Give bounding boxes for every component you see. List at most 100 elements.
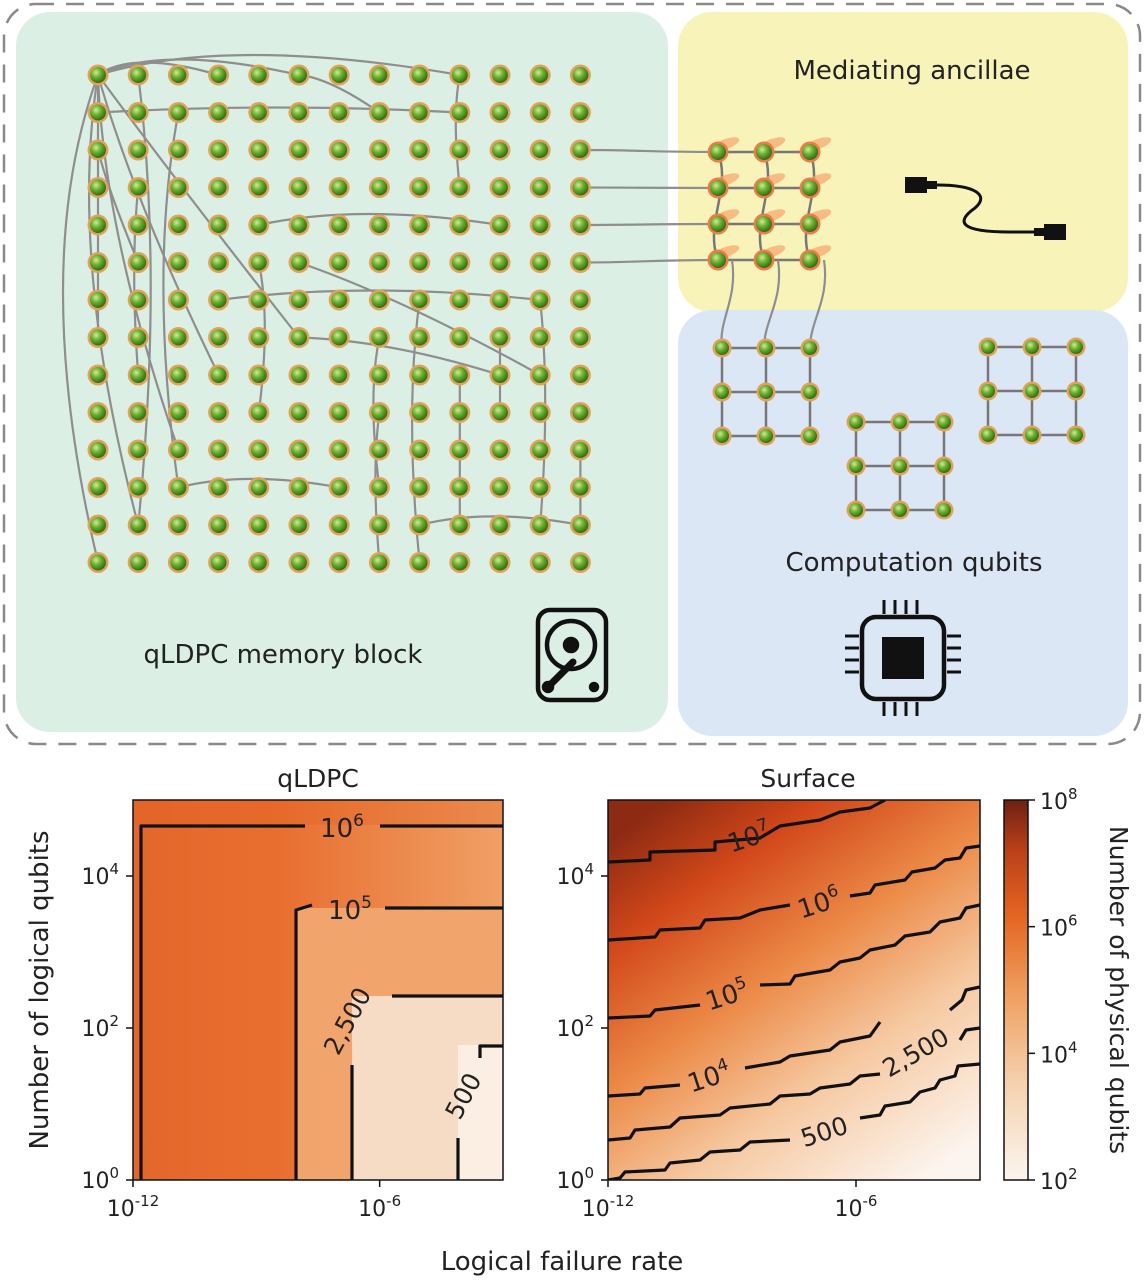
ancilla-qubit xyxy=(753,249,775,271)
memory-qubit xyxy=(248,514,270,536)
x-tick-label: 10-6 xyxy=(358,1192,401,1222)
surface-contour-1e7 xyxy=(608,800,886,864)
ancilla-qubit xyxy=(753,141,775,163)
surface-title: Surface xyxy=(760,764,855,793)
computation-qubit xyxy=(712,338,732,358)
hard-drive-icon xyxy=(535,607,609,703)
connection-line xyxy=(61,74,100,563)
memory-qubit xyxy=(569,552,591,573)
memory-qubit xyxy=(127,102,149,123)
memory-qubit xyxy=(368,439,390,461)
memory-qubit xyxy=(569,477,591,498)
memory-qubit xyxy=(529,439,551,461)
memory-qubit xyxy=(489,364,511,386)
memory-qubit xyxy=(167,139,189,161)
memory-qubit xyxy=(529,402,551,423)
memory-qubit xyxy=(208,139,230,161)
ancilla-qubit xyxy=(799,141,821,163)
memory-qubit xyxy=(409,402,431,423)
memory-qubit xyxy=(368,327,390,348)
memory-qubit xyxy=(409,214,431,236)
memory-qubit xyxy=(529,252,551,273)
memory-qubit xyxy=(87,289,109,311)
computation-label: Computation qubits xyxy=(785,548,1042,578)
memory-qubit xyxy=(167,64,189,86)
memory-qubit xyxy=(208,514,230,536)
computation-qubit xyxy=(800,426,820,446)
computation-qubit xyxy=(800,382,820,402)
memory-qubit xyxy=(167,177,189,198)
ancilla-qubit xyxy=(707,249,729,271)
memory-qubit xyxy=(489,214,511,236)
connection-line xyxy=(96,74,220,376)
memory-qubit xyxy=(87,252,109,273)
memory-qubit xyxy=(328,439,350,461)
memory-qubit xyxy=(569,177,591,198)
surface-contour-1e5-left xyxy=(608,1003,701,1020)
memory-qubit xyxy=(409,514,431,536)
memory-qubit xyxy=(529,289,551,311)
memory-qubit xyxy=(288,177,310,198)
ancilla-qubit xyxy=(707,213,729,235)
surface-contour-1e5-right xyxy=(759,903,980,987)
memory-qubit xyxy=(248,214,270,236)
y-tick-label: 104 xyxy=(81,860,119,890)
memory-qubit xyxy=(208,252,230,273)
connection-line xyxy=(133,187,140,376)
memory-qubit xyxy=(167,364,189,386)
memory-qubit xyxy=(529,177,551,198)
computation-patch-1 xyxy=(712,338,820,446)
memory-qubit xyxy=(167,252,189,273)
computation-qubit xyxy=(890,500,910,520)
computation-qubit xyxy=(756,426,776,446)
memory-qubit xyxy=(167,477,189,498)
memory-qubit xyxy=(208,402,230,423)
memory-label: qLDPC memory block xyxy=(144,640,423,670)
ancilla-label: Mediating ancillae xyxy=(793,56,1030,86)
y-axis-label: Number of logical qubits xyxy=(25,830,55,1149)
memory-qubit xyxy=(288,364,310,386)
surface-contour-1e6-right xyxy=(849,844,980,898)
computation-qubit xyxy=(1066,425,1086,445)
surface-contour-1e6-left xyxy=(608,903,791,942)
memory-qubit xyxy=(208,102,230,123)
ancilla-connection-line xyxy=(580,222,719,227)
memory-qubit xyxy=(529,214,551,236)
memory-qubit xyxy=(127,64,149,86)
memory-qubit xyxy=(489,439,511,461)
memory-qubit xyxy=(449,327,471,348)
memory-qubit xyxy=(127,252,149,273)
memory-qubit xyxy=(368,177,390,198)
memory-qubit xyxy=(489,252,511,273)
memory-qubit xyxy=(368,289,390,311)
ancilla-qubit xyxy=(799,249,821,271)
memory-qubit xyxy=(87,552,109,573)
memory-qubit xyxy=(208,177,230,198)
memory-qubit xyxy=(87,214,109,236)
memory-qubit xyxy=(167,402,189,423)
y-tick-label: 102 xyxy=(81,1012,119,1042)
memory-qubit xyxy=(328,477,350,498)
memory-qubit xyxy=(248,177,270,198)
memory-qubit xyxy=(248,364,270,386)
surface-contour-1e4-left xyxy=(608,1083,681,1098)
memory-qubit xyxy=(167,102,189,123)
memory-qubit xyxy=(208,327,230,348)
memory-qubit xyxy=(449,252,471,273)
connection-line xyxy=(298,336,501,377)
memory-qubit xyxy=(288,214,310,236)
memory-qubit xyxy=(288,289,310,311)
memory-qubit xyxy=(127,289,149,311)
memory-qubit xyxy=(208,477,230,498)
memory-qubit xyxy=(489,177,511,198)
colorbar-label: Number of physical qubits xyxy=(1104,826,1133,1154)
qldpc-contour-1e6 xyxy=(139,824,305,1180)
ancilla-connection-line xyxy=(580,258,719,264)
memory-qubit xyxy=(569,214,591,236)
memory-qubit xyxy=(529,552,551,573)
memory-qubit xyxy=(449,214,471,236)
cable-icon xyxy=(905,177,1066,240)
